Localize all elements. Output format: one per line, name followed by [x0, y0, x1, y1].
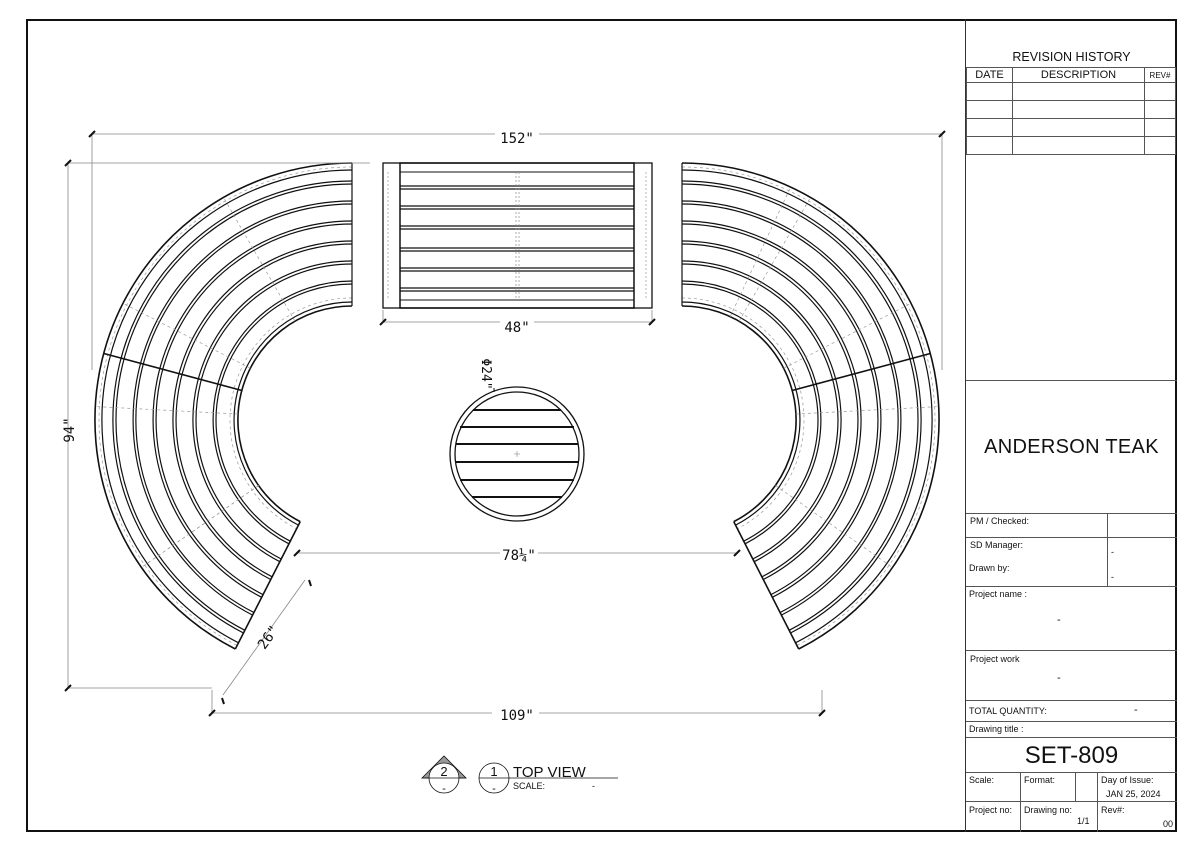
project-work-value: - — [1057, 672, 1061, 684]
drawn-by-label: Drawn by: — [969, 563, 1010, 573]
company-name: ANDERSON TEAK — [984, 436, 1159, 458]
svg-text:-: - — [492, 783, 496, 795]
view-scale-value: - — [592, 781, 595, 791]
project-name-value: - — [1057, 614, 1061, 626]
svg-text:1: 1 — [490, 764, 497, 779]
center-bench — [382, 162, 653, 309]
scale-label: Scale: — [969, 775, 995, 785]
total-quantity-label: TOTAL QUANTITY: — [969, 706, 1047, 716]
drawing-no-label: Drawing no: — [1024, 805, 1073, 815]
project-no-label: Project no: — [969, 805, 1013, 815]
pm-checked-label: PM / Checked: — [970, 516, 1030, 526]
dim-overall-width: 152" — [500, 131, 534, 147]
total-quantity-value: - — [1134, 704, 1138, 716]
project-work-label: Project work — [970, 654, 1020, 664]
dim-center-bench: 48" — [504, 320, 529, 336]
dimension-ticks — [64, 130, 946, 717]
col-date: DATE — [966, 67, 1013, 83]
rev-label: Rev#: — [1101, 805, 1125, 815]
table-row — [966, 136, 1176, 155]
right-curved-section — [681, 162, 940, 650]
drawing-sheet-border — [26, 19, 1177, 832]
left-curved-section — [94, 162, 353, 650]
day-of-issue-value: JAN 25, 2024 — [1106, 789, 1161, 799]
revision-history-table: DATE DESCRIPTION REV# — [966, 67, 1176, 155]
view-label: 2 - 1 - TOP VIEW SCALE: - — [421, 755, 618, 795]
rev-value: 00 — [1163, 819, 1174, 829]
table-row — [966, 100, 1176, 119]
svg-text:2: 2 — [440, 764, 447, 779]
top-view-drawing: 152" 48" 78¼" 109" 94" 26" Φ24" 2 - 1 - … — [62, 130, 946, 795]
revision-history-title: REVISION HISTORY — [1012, 50, 1131, 64]
table-row — [966, 82, 1176, 101]
table-row — [966, 118, 1176, 137]
sd-manager-value: - — [1111, 547, 1114, 557]
round-table — [449, 386, 585, 522]
sd-manager-label: SD Manager: — [970, 540, 1024, 550]
svg-text:-: - — [442, 783, 446, 795]
drawn-by-value: - — [1111, 572, 1114, 582]
title-block: REVISION HISTORY DATE DESCRIPTION REV# A… — [965, 19, 1177, 832]
drawing-title-value: SET-809 — [1024, 742, 1119, 769]
project-name-label: Project name : — [969, 589, 1028, 599]
dim-end-span: 109" — [500, 708, 534, 724]
drawing-no-value: 1/1 — [1077, 816, 1090, 826]
dim-bench-depth: 26" — [255, 623, 283, 653]
dim-overall-depth: 94" — [62, 417, 78, 442]
dim-inner-opening: 78¼" — [502, 548, 536, 564]
col-rev: REV# — [1144, 67, 1176, 83]
view-title: TOP VIEW — [513, 764, 587, 781]
col-description: DESCRIPTION — [1012, 67, 1145, 83]
format-label: Format: — [1024, 775, 1056, 785]
drawing-title-label: Drawing title : — [969, 724, 1024, 734]
day-of-issue-label: Day of Issue: — [1101, 775, 1154, 785]
dim-table-diameter: Φ24" — [478, 358, 493, 389]
view-scale-label: SCALE: — [513, 781, 545, 791]
